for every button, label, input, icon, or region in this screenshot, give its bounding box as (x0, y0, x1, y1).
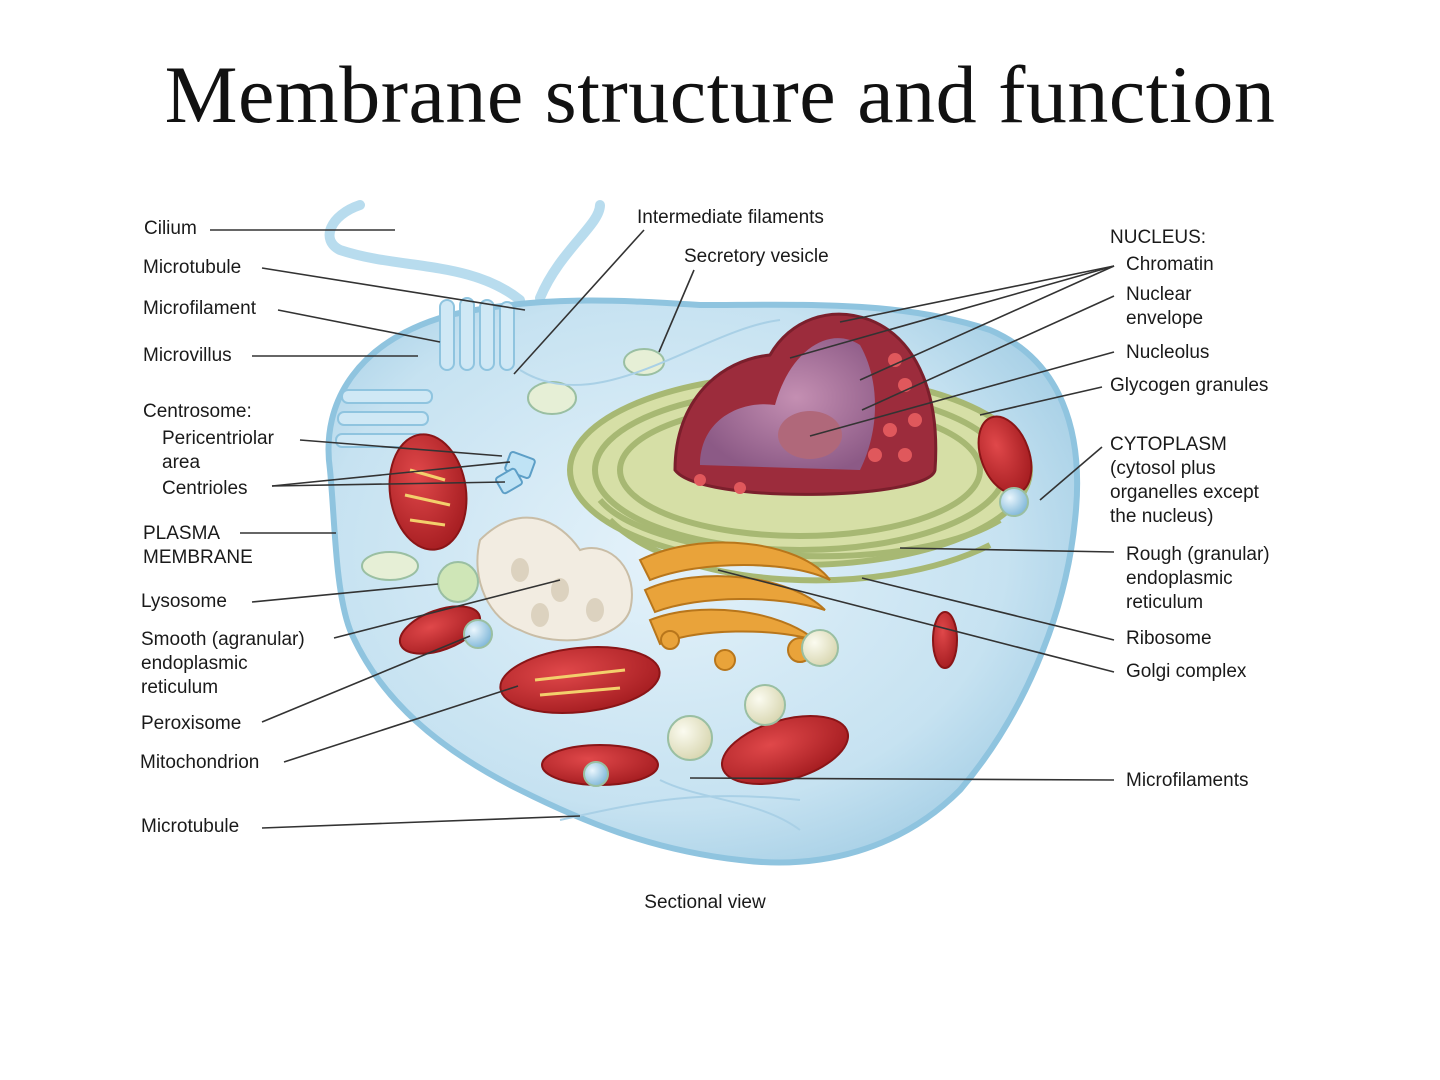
nucleolus (778, 411, 842, 459)
label-mitochondrion: Mitochondrion (140, 752, 260, 773)
label-cytoplasm-1: CYTOPLASM (1110, 434, 1227, 455)
label-rough-er-1: Rough (granular) (1126, 544, 1270, 565)
label-cilium: Cilium (144, 218, 197, 239)
vesicles (361, 348, 1029, 787)
label-rough-er-3: reticulum (1126, 592, 1204, 613)
label-lysosome: Lysosome (141, 591, 227, 612)
label-smooth-er-1: Smooth (agranular) (141, 629, 305, 650)
cilium (324, 200, 605, 305)
label-nuclear-envelope-2: envelope (1126, 308, 1204, 329)
mitochondria (388, 415, 1033, 786)
label-plasma-membrane-1: PLASMA (143, 523, 221, 544)
label-nucleolus: Nucleolus (1126, 342, 1210, 363)
smooth-endoplasmic-reticulum (476, 516, 633, 642)
label-peroxisome: Peroxisome (141, 713, 242, 734)
label-microtubule-bottom: Microtubule (141, 816, 240, 837)
label-nuclear-envelope-1: Nuclear (1126, 284, 1192, 305)
label-nucleus-heading: NUCLEUS: (1110, 227, 1207, 248)
label-intermediate-filaments: Intermediate filaments (637, 207, 824, 228)
golgi-complex (638, 541, 831, 671)
slide-title: Membrane structure and function (164, 49, 1276, 140)
label-secretory-vesicle: Secretory vesicle (684, 246, 829, 267)
label-plasma-membrane-2: MEMBRANE (143, 547, 253, 568)
nucleus (673, 312, 938, 496)
label-pericentriolar-2: area (162, 452, 201, 473)
label-centrosome-heading: Centrosome: (143, 401, 252, 422)
centrioles (495, 451, 536, 495)
label-microfilament: Microfilament (143, 298, 256, 319)
diagram-caption: Sectional view (644, 892, 766, 913)
label-rough-er-2: endoplasmic (1126, 568, 1233, 589)
microvilli (335, 297, 515, 448)
label-cytoplasm-2: (cytosol plus (1110, 458, 1216, 479)
label-glycogen-granules: Glycogen granules (1110, 375, 1269, 396)
label-chromatin: Chromatin (1126, 254, 1214, 275)
label-pericentriolar-1: Pericentriolar (162, 428, 274, 449)
label-cytoplasm-4: the nucleus) (1110, 506, 1214, 527)
label-microfilaments: Microfilaments (1126, 770, 1249, 791)
label-microtubule-top: Microtubule (143, 257, 242, 278)
label-ribosome: Ribosome (1126, 628, 1212, 649)
cytoskeleton-strands (519, 319, 801, 831)
label-smooth-er-3: reticulum (141, 677, 219, 698)
label-cytoplasm-3: organelles except (1110, 482, 1259, 503)
label-microvillus: Microvillus (143, 345, 232, 366)
label-golgi-complex: Golgi complex (1126, 661, 1247, 682)
label-centrioles: Centrioles (162, 478, 248, 499)
label-smooth-er-2: endoplasmic (141, 653, 248, 674)
leader-lines (210, 229, 1115, 829)
